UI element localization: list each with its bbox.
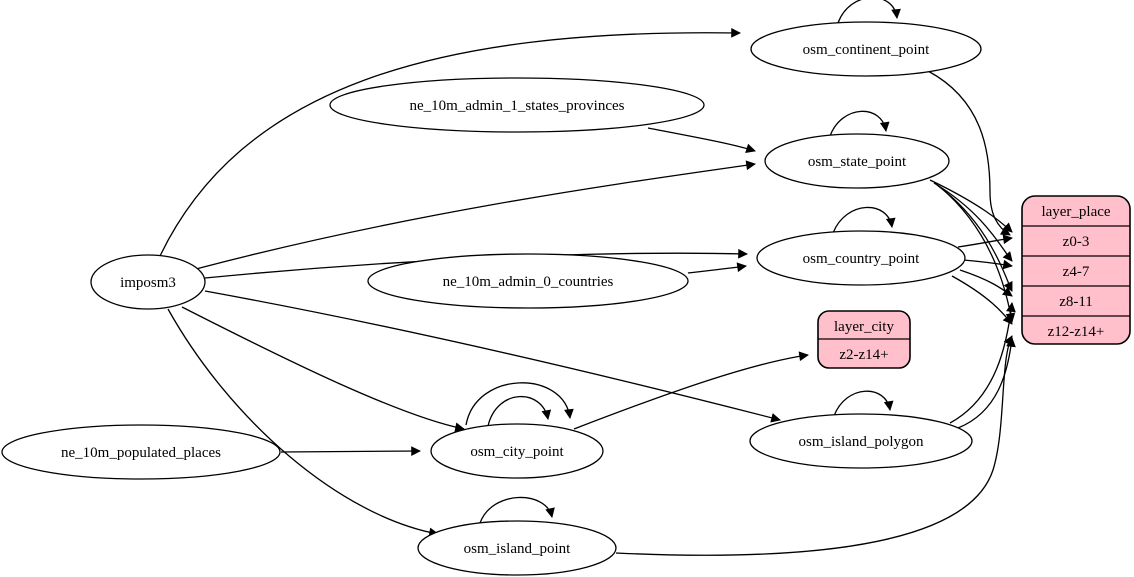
node-osm_island_point: osm_island_point <box>417 520 617 576</box>
osm_island_polygon-label: osm_island_polygon <box>798 434 924 450</box>
ne_10m_populated_places-shape <box>1 424 281 480</box>
edge-ne_10m_admin_0_countries-osm_country_point <box>687 262 747 274</box>
ne_10m_admin_0_countries-shape <box>367 253 689 309</box>
osm_city_point-label: osm_city_point <box>470 444 564 460</box>
node-osm_island_polygon: osm_island_polygon <box>749 413 973 469</box>
imposm3-label: imposm3 <box>120 275 176 291</box>
selfloop-osm_city_point-inner <box>487 395 552 427</box>
layer_place-shape <box>1021 195 1131 345</box>
edge-ne_10m_admin_1_states_provinces-osm_state_point <box>647 127 756 153</box>
edge-osm_state_point-z4-7 <box>933 182 1013 262</box>
selfloop-osm_city_point-outer <box>465 382 574 426</box>
osm_state_point-label: osm_state_point <box>808 154 907 170</box>
edge-osm_island_polygon-z12-z14 <box>957 337 1016 429</box>
node-ne_10m_admin_1_states_provinces: ne_10m_admin_1_states_provinces <box>329 77 705 133</box>
ne_10m_admin_1_states_provinces-shape <box>329 77 705 133</box>
selfloop-osm_continent_point <box>837 0 901 24</box>
edge-osm_island_point-z12-z14 <box>615 335 1013 556</box>
osm_continent_point-shape <box>750 21 982 77</box>
osm_island_point-shape <box>417 520 617 576</box>
ne_10m_admin_1_states_provinces-label: ne_10m_admin_1_states_provinces <box>410 98 625 114</box>
node-ne_10m_admin_0_countries: ne_10m_admin_0_countries <box>367 253 689 309</box>
ne_10m_populated_places-label: ne_10m_populated_places <box>61 445 221 461</box>
layer_city-title: layer_city <box>834 319 894 335</box>
imposm3-shape <box>90 254 206 310</box>
osm_continent_point-label: osm_continent_point <box>803 42 930 58</box>
edge-imposm3-osm_island_point <box>167 308 439 538</box>
edge-imposm3-osm_city_point <box>181 306 465 433</box>
edge-imposm3-osm_continent_point <box>159 27 741 257</box>
layer_place-row-z8-11: z8-11 <box>1059 294 1093 310</box>
node-osm_city_point: osm_city_point <box>430 423 604 479</box>
edge-imposm3-osm_state_point <box>195 160 756 270</box>
node-osm_state_point: osm_state_point <box>764 133 950 189</box>
osm_country_point-label: osm_country_point <box>803 251 920 267</box>
ne_10m_admin_0_countries-label: ne_10m_admin_0_countries <box>443 274 614 290</box>
edge-osm_country_point-z0-3 <box>957 234 1013 248</box>
edge-osm_city_point-z2-z14 <box>573 351 809 430</box>
edges <box>159 0 1016 556</box>
layer_place-row-z4-7: z4-7 <box>1063 264 1090 280</box>
selfloop-osm_island_point <box>479 496 555 524</box>
edge-osm_country_point-z8-11 <box>959 269 1013 297</box>
osm_state_point-shape <box>764 133 950 189</box>
layer_place-row-z0-3: z0-3 <box>1063 234 1090 250</box>
osm_city_point-shape <box>430 423 604 479</box>
record-layer_city: layer_city z2-z14+ <box>817 310 911 369</box>
edge-imposm3-osm_island_polygon <box>204 290 781 423</box>
edge-osm_island_polygon-z8-11 <box>949 302 1016 424</box>
node-osm_country_point: osm_country_point <box>756 230 966 286</box>
selfloop-osm_island_polygon <box>833 390 894 417</box>
layer_place-row-z12-z14: z12-z14+ <box>1048 324 1105 340</box>
node-osm_continent_point: osm_continent_point <box>750 21 982 77</box>
node-ne_10m_populated_places: ne_10m_populated_places <box>1 424 281 480</box>
osm_island_polygon-shape <box>749 413 973 469</box>
osm_island_point-label: osm_island_point <box>464 541 572 557</box>
layer_place-title: layer_place <box>1041 204 1110 220</box>
edge-ne_10m_populated_places-osm_city_point <box>280 446 421 456</box>
selfloop-osm_country_point <box>832 206 896 234</box>
record-layer_place: layer_place z0-3 z4-7 z8-11 z12-z14+ <box>1021 195 1131 345</box>
osm_country_point-shape <box>756 230 966 286</box>
edge-osm_country_point-z4-7 <box>962 259 1013 270</box>
selfloop-osm_state_point <box>829 110 890 137</box>
edge-osm_continent_point-z0-3 <box>927 70 1011 236</box>
layer_city-row-z2-z14: z2-z14+ <box>839 347 888 363</box>
node-imposm3: imposm3 <box>90 254 206 310</box>
